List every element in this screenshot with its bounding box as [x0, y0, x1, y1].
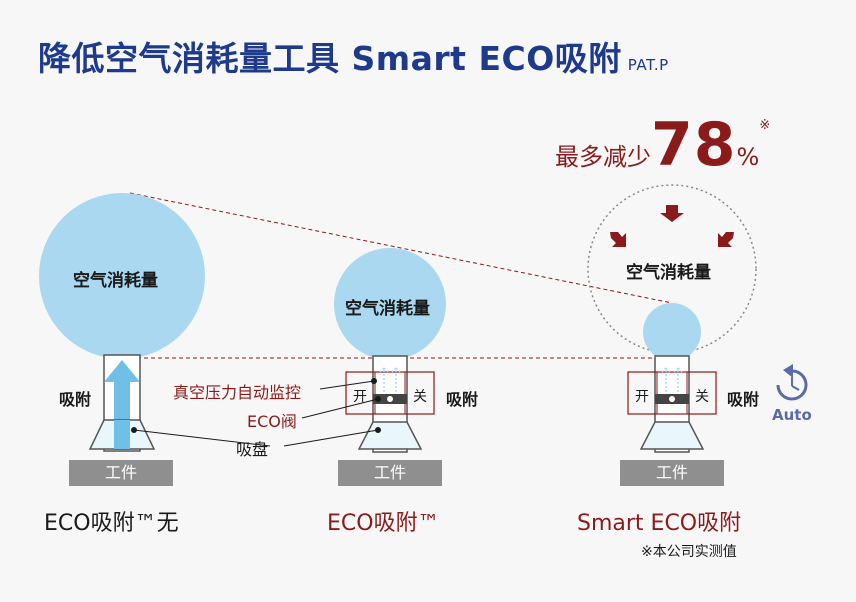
column-1-apparatus [88, 354, 156, 452]
circle-label-medium: 空气消耗量 [345, 299, 430, 319]
reduction-value: 78 [651, 110, 737, 180]
footnote: ※本公司实测值 [641, 544, 737, 560]
arrow-down-left-icon [718, 232, 734, 247]
valve-close-label-2: 关 [413, 389, 427, 405]
circle-label-large: 空气消耗量 [73, 271, 158, 291]
arrow-down-right-icon [610, 232, 626, 247]
arrow-down-icon [660, 205, 684, 222]
leader-lines [131, 378, 381, 447]
valve-open-label-3: 开 [635, 389, 649, 405]
reduction-unit: % [736, 143, 760, 171]
reduction-headline: 最多减少78% ※ [555, 110, 770, 180]
title-patent-mark: PAT.P [627, 56, 669, 74]
shrink-arrows [610, 205, 734, 247]
workpiece-3: 工件 [620, 460, 724, 486]
suction-label-1: 吸附 [59, 390, 92, 409]
air-bubble-small [643, 303, 701, 361]
workpiece-2: 工件 [338, 460, 442, 486]
valve-close-label-3: 关 [695, 389, 709, 405]
workpiece-1: 工件 [69, 460, 173, 486]
suction-label-3: 吸附 [727, 390, 760, 409]
reduction-note-mark: ※ [759, 118, 771, 133]
reduction-lead: 最多减少 [555, 143, 651, 171]
caption-smart-eco: Smart ECO吸附 [577, 511, 742, 536]
circle-label-reference: 空气消耗量 [626, 263, 711, 283]
eco-valve-label: ECO阀 [247, 412, 297, 431]
auto-label: Auto [772, 406, 812, 424]
air-bubble-large [39, 193, 205, 359]
comparison-line-top [129, 192, 673, 304]
suction-label-2: 吸附 [446, 390, 479, 409]
column-3-apparatus [627, 355, 717, 453]
page-title: 降低空气消耗量工具 Smart ECO吸附 PAT.P [38, 32, 669, 80]
valve-open-label-2: 开 [353, 389, 367, 405]
suction-cup-label: 吸盘 [236, 440, 269, 459]
air-bubble-medium [334, 248, 446, 360]
title-main: 降低空气消耗量工具 Smart ECO吸附 [38, 39, 622, 78]
caption-no-eco: ECO吸附™无 [44, 511, 179, 536]
column-2-apparatus [345, 355, 435, 453]
caption-eco: ECO吸附™ [327, 511, 440, 536]
auto-cycle-icon [776, 364, 808, 401]
pressure-monitor-label: 真空压力自动监控 [173, 383, 302, 402]
